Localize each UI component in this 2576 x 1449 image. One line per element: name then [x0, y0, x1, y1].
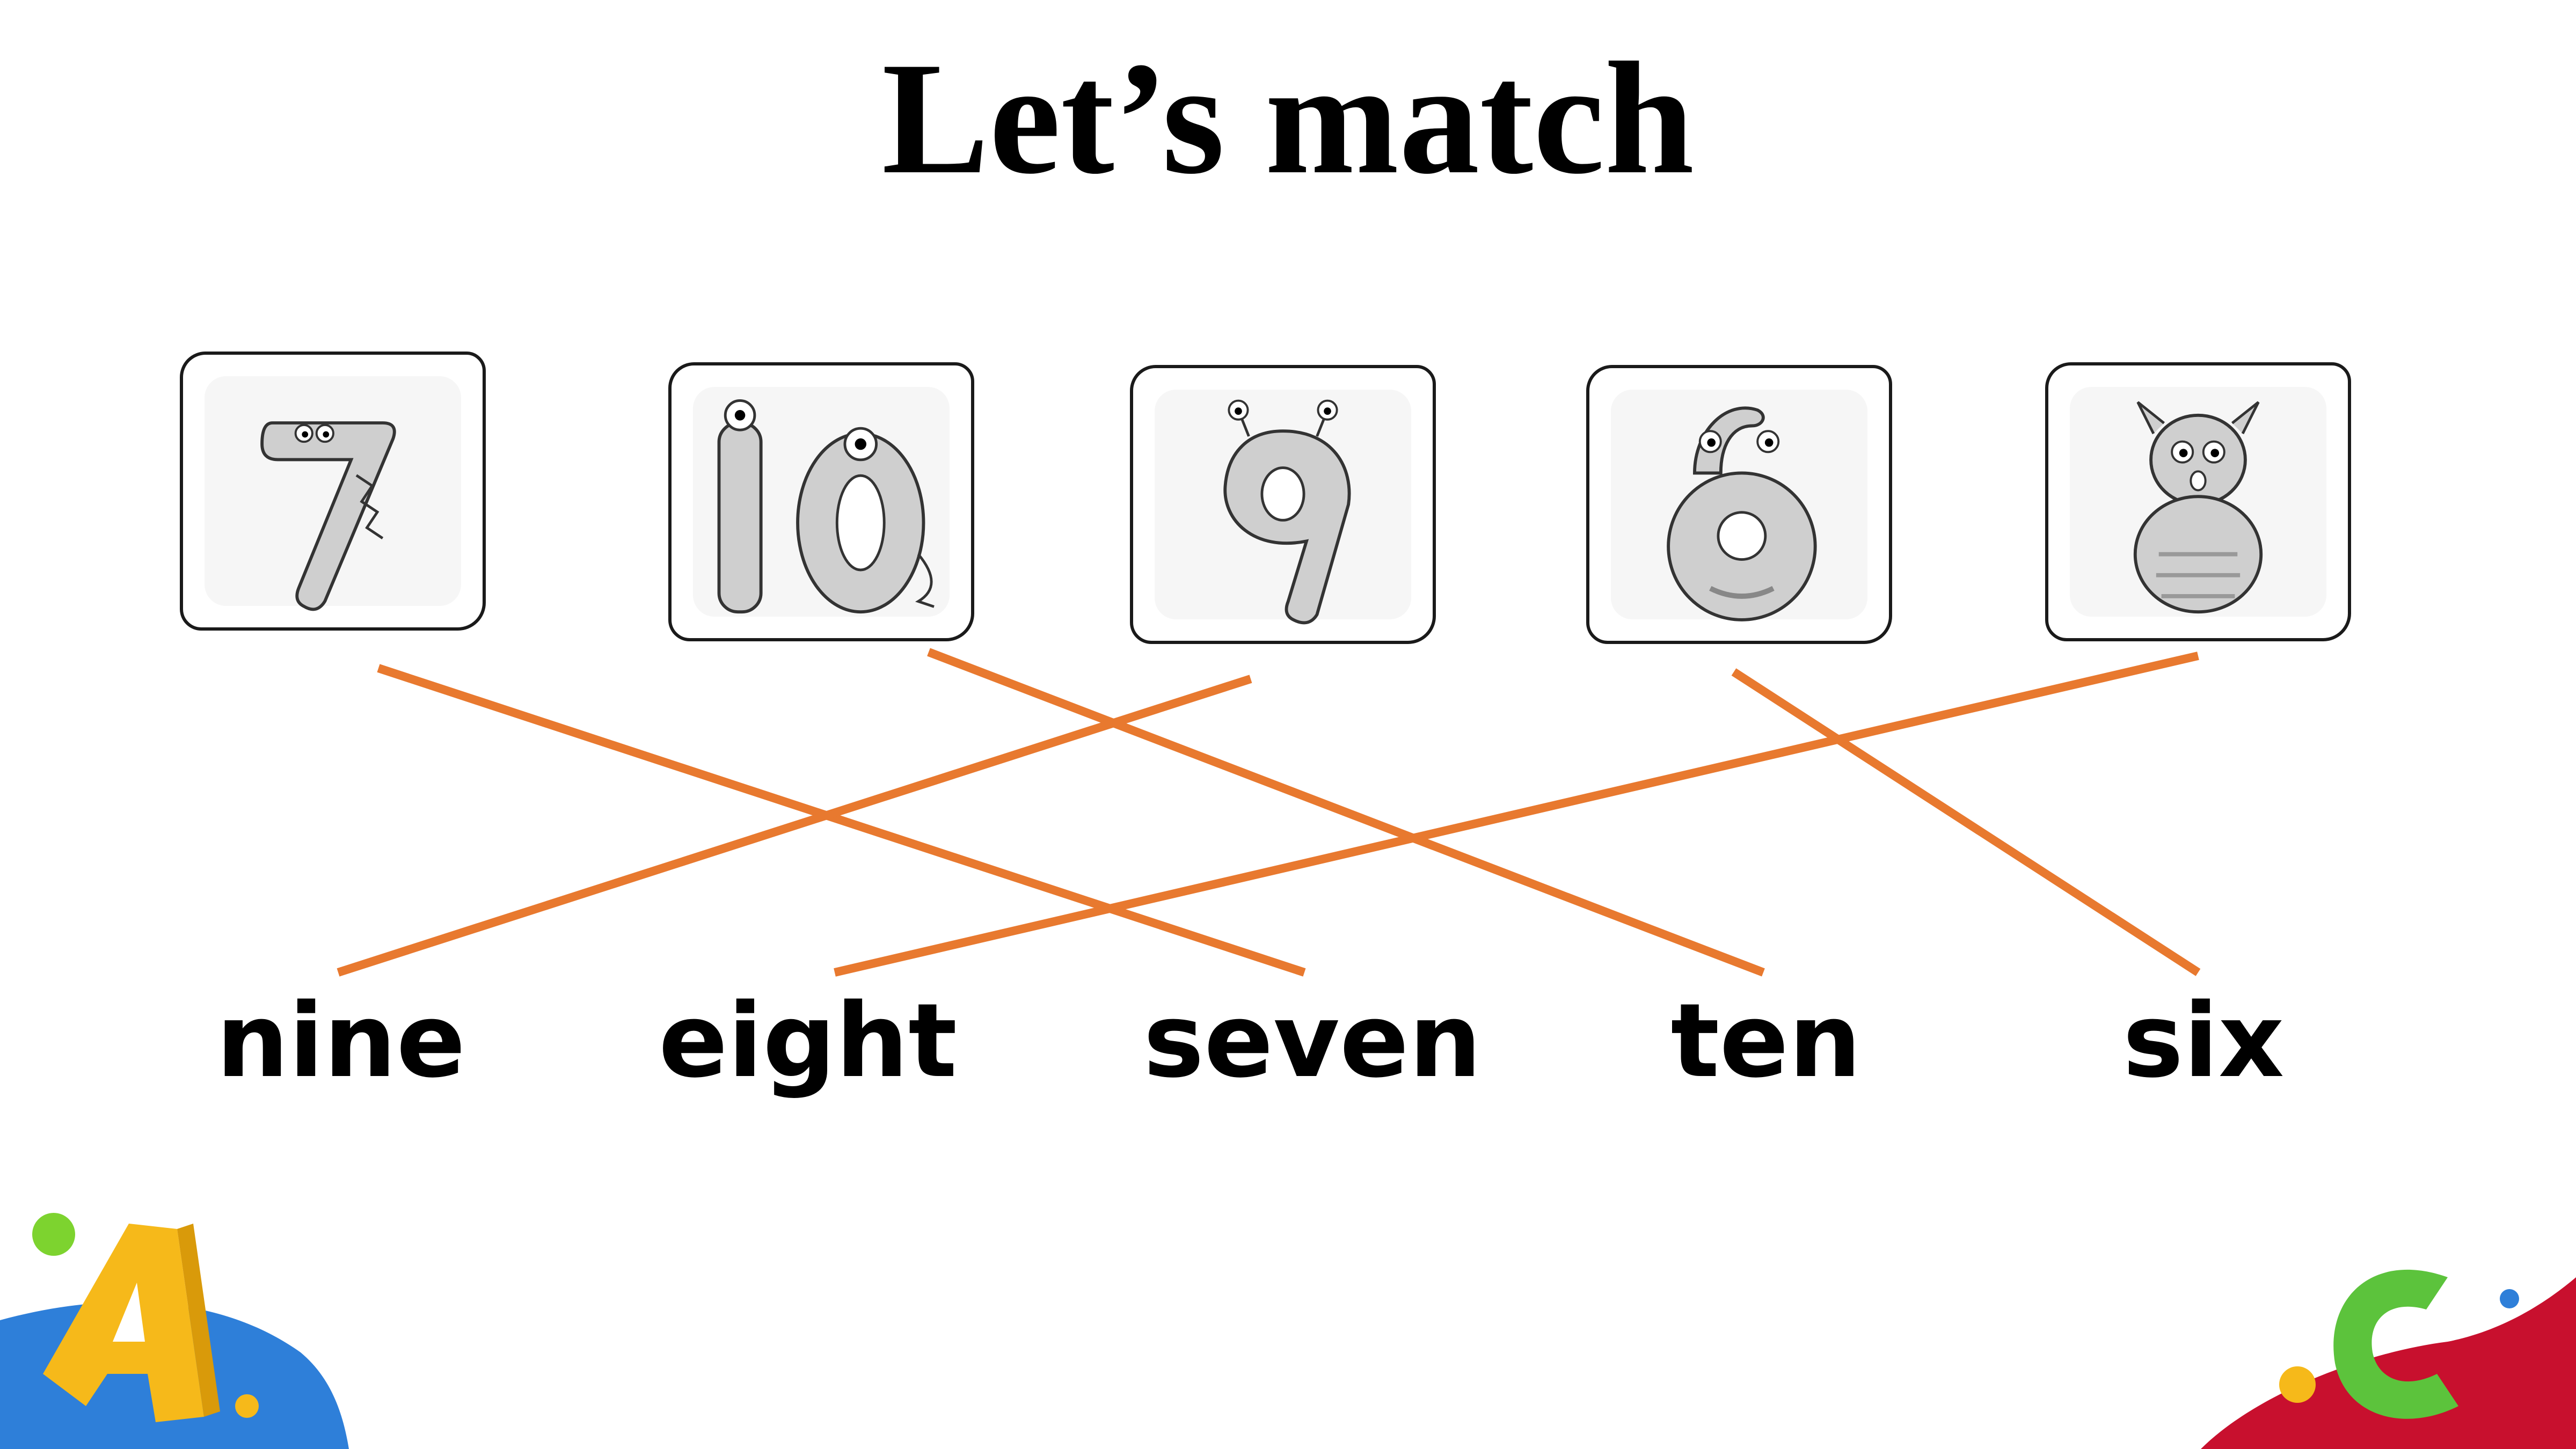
word-ten[interactable]: ten — [1670, 982, 1862, 1100]
word-eight[interactable]: eight — [658, 982, 958, 1100]
monster-ten-icon — [717, 399, 935, 614]
word-nine[interactable]: nine — [216, 982, 466, 1100]
card-seven[interactable] — [180, 352, 486, 631]
monster-eight-icon — [2133, 401, 2263, 614]
card-six[interactable] — [1586, 365, 1892, 644]
card-eight[interactable] — [2045, 362, 2351, 641]
letter-a-icon — [43, 1224, 220, 1422]
word-seven[interactable]: seven — [1143, 982, 1482, 1100]
monster-six-icon — [1667, 406, 1817, 621]
card-nine[interactable] — [1130, 365, 1436, 644]
monster-seven-icon — [260, 421, 396, 611]
red-wave-right — [2201, 1277, 2576, 1449]
green-dot — [32, 1213, 75, 1256]
yellow-dot-right — [2279, 1366, 2316, 1403]
blue-dot-right — [2500, 1289, 2519, 1308]
yellow-dot-left — [235, 1394, 259, 1418]
letter-c-icon — [2333, 1269, 2458, 1419]
monster-nine-icon — [1223, 399, 1351, 625]
card-ten[interactable] — [668, 362, 974, 641]
page-title: Let’s match — [881, 29, 1695, 207]
word-six[interactable]: six — [2122, 982, 2285, 1100]
